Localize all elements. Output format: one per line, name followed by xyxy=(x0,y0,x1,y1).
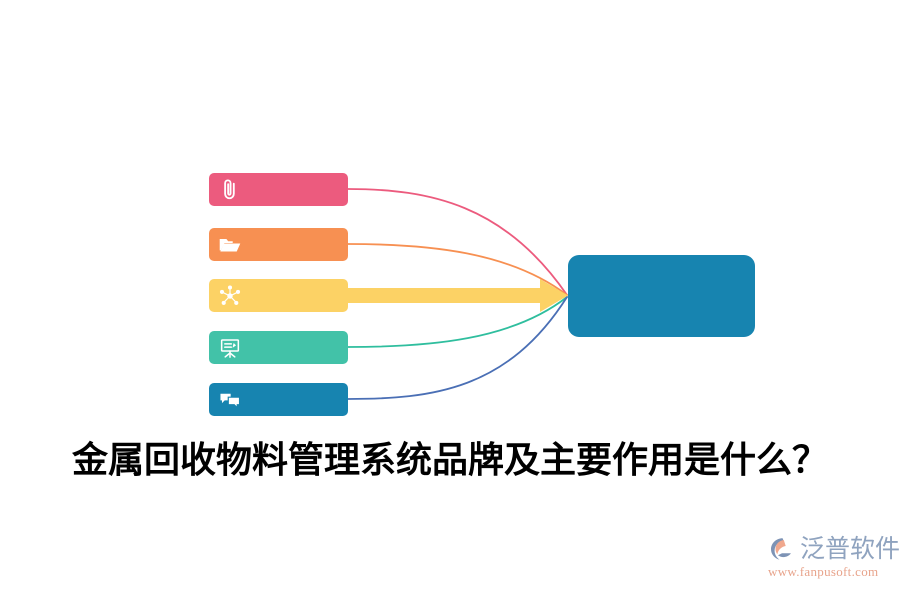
connector-lines xyxy=(347,188,568,400)
target-box[interactable] xyxy=(568,255,755,337)
flow-node-1[interactable] xyxy=(209,173,348,206)
connector-line-5 xyxy=(347,296,568,400)
paperclip-icon xyxy=(217,177,243,203)
watermark: 泛普软件 www.fanpusoft.com xyxy=(768,533,900,583)
flow-node-3[interactable] xyxy=(209,279,348,312)
page-title: 金属回收物料管理系统品牌及主要作用是什么？ xyxy=(71,439,828,480)
watermark-url: www.fanpusoft.com xyxy=(768,564,879,579)
presentation-board-icon xyxy=(217,335,243,361)
connector-line-1 xyxy=(347,188,568,296)
fanpusoft-logo-icon xyxy=(768,535,798,563)
flow-node-2[interactable] xyxy=(209,228,348,261)
watermark-brand: 泛普软件 xyxy=(800,535,900,563)
network-hub-icon xyxy=(217,283,243,309)
folder-open-icon xyxy=(217,232,243,258)
watermark-row: 泛普软件 xyxy=(768,533,900,565)
flow-node-5[interactable] xyxy=(209,383,348,416)
connector-line-2 xyxy=(347,243,568,296)
connector-arrow-3 xyxy=(348,279,568,312)
connector-line-4 xyxy=(347,296,568,348)
flow-node-4[interactable] xyxy=(209,331,348,364)
chat-bubbles-icon xyxy=(217,387,243,413)
diagram-converging-flow xyxy=(209,173,755,416)
